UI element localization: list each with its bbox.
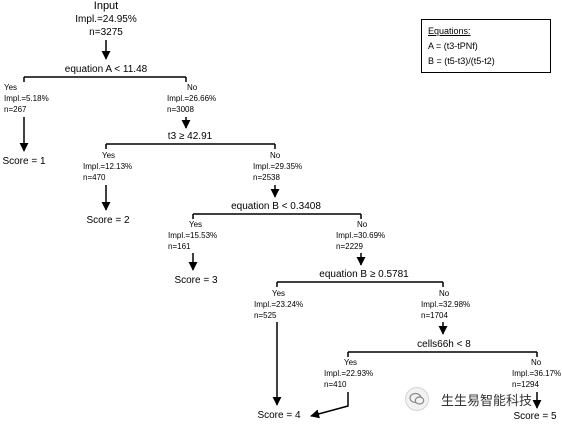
split1-condition: equation A < 11.48 bbox=[64, 64, 148, 75]
legend-title: Equations: bbox=[428, 26, 471, 36]
score-4: Score = 4 bbox=[257, 410, 301, 421]
split5-yes-n: n=410 bbox=[324, 380, 347, 389]
score-1: Score = 1 bbox=[2, 156, 46, 167]
root-n: n=3275 bbox=[89, 27, 123, 38]
split1-no-label: No bbox=[187, 83, 198, 92]
score-2: Score = 2 bbox=[86, 215, 130, 226]
split4-yes-impl: Impl.=23.24% bbox=[254, 300, 304, 309]
watermark-text: 生生易智能科技 bbox=[441, 393, 533, 409]
split1-no-impl: Impl.=26.66% bbox=[167, 94, 217, 103]
split4-yes-label: Yes bbox=[272, 289, 286, 298]
wechat-logo-icon bbox=[405, 387, 429, 411]
split3-yes-impl: Impl.=15.53% bbox=[168, 231, 218, 240]
split5-no-n: n=1294 bbox=[512, 380, 539, 389]
split5-yes-impl: Impl.=22.93% bbox=[324, 369, 374, 378]
split4-condition: equation B ≥ 0.5781 bbox=[319, 269, 409, 280]
split3-yes-n: n=161 bbox=[168, 242, 191, 251]
root-title: Input bbox=[93, 0, 119, 12]
legend-equation-b: B = (t5-t3)/(t5-t2) bbox=[428, 56, 495, 66]
split2-condition: t3 ≥ 42.91 bbox=[167, 131, 213, 142]
root-impl: Impl.=24.95% bbox=[75, 14, 137, 25]
split5-no-impl: Impl.=36.17% bbox=[512, 369, 562, 378]
watermark: 生生易智能科技 bbox=[405, 387, 532, 411]
score-3: Score = 3 bbox=[174, 275, 218, 286]
split4-yes-n: n=525 bbox=[254, 311, 277, 320]
split1-yes-label: Yes bbox=[4, 83, 18, 92]
split2-no-label: No bbox=[270, 151, 281, 160]
split5-yes-label: Yes bbox=[344, 358, 358, 367]
split2-yes-label: Yes bbox=[102, 151, 116, 160]
split5-condition: cells66h < 8 bbox=[417, 339, 471, 350]
split3-no-n: n=2229 bbox=[336, 242, 363, 251]
split2-yes-n: n=470 bbox=[83, 173, 106, 182]
split3-condition: equation B < 0.3408 bbox=[231, 201, 321, 212]
split2-no-n: n=2538 bbox=[253, 173, 280, 182]
split1-yes-impl: Impl.=5.18% bbox=[4, 94, 49, 103]
split4-no-n: n=1704 bbox=[421, 311, 448, 320]
split3-no-label: No bbox=[357, 220, 368, 229]
split4-no-impl: Impl.=32.98% bbox=[421, 300, 471, 309]
split4-no-label: No bbox=[439, 289, 450, 298]
split3-yes-label: Yes bbox=[189, 220, 203, 229]
split2-no-impl: Impl.=29.35% bbox=[253, 162, 303, 171]
split5-no-label: No bbox=[531, 358, 542, 367]
split3-no-impl: Impl.=30.69% bbox=[336, 231, 386, 240]
equations-legend: Equations: A = (t3-tPNf) B = (t5-t3)/(t5… bbox=[421, 19, 551, 73]
legend-equation-a: A = (t3-tPNf) bbox=[428, 41, 478, 51]
split1-no-n: n=3008 bbox=[167, 105, 194, 114]
arrow-to-score4-from-split5 bbox=[310, 392, 349, 419]
split2-yes-impl: Impl.=12.13% bbox=[83, 162, 133, 171]
split1-yes-n: n=267 bbox=[4, 105, 27, 114]
score-5: Score = 5 bbox=[513, 411, 557, 422]
